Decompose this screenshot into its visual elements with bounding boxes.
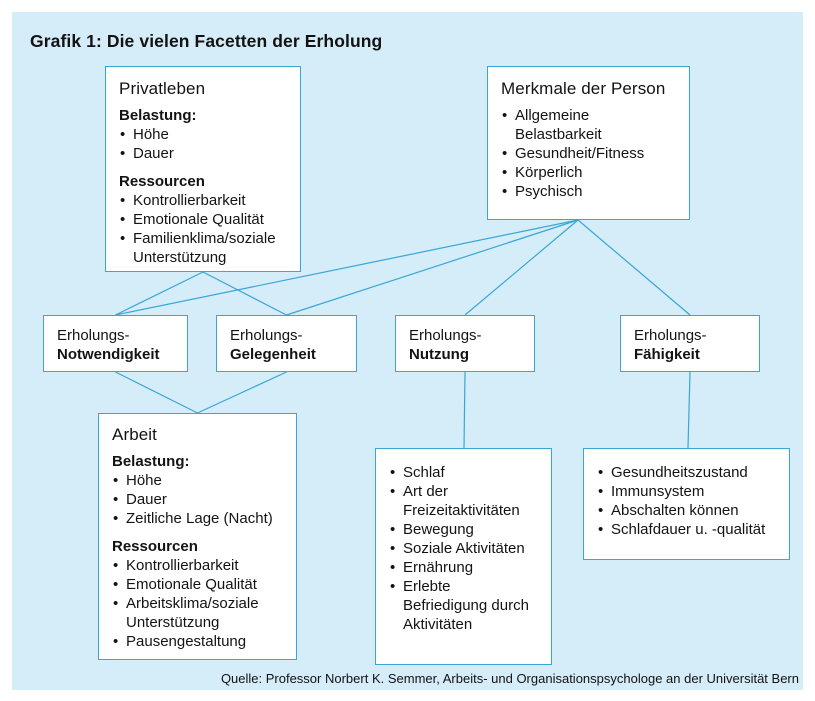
erholungs-faehigkeit-box: Erholungs- Fähigkeit — [620, 315, 760, 372]
box-label-line2: Gelegenheit — [230, 346, 316, 363]
nutzung-details-list: Schlaf Art der Freizeitaktivitäten Beweg… — [389, 463, 538, 634]
privatleben-ressourcen-list: Kontrollierbarkeit Emotionale Qualität F… — [119, 191, 287, 267]
erholungs-nutzung-box: Erholungs- Nutzung — [395, 315, 535, 372]
arbeit-belastung-label: Belastung: — [112, 453, 190, 470]
privatleben-belastung-list: Höhe Dauer — [119, 125, 287, 163]
source-credit: Quelle: Professor Norbert K. Semmer, Arb… — [220, 671, 799, 686]
list-item: Bewegung — [389, 520, 538, 539]
page-title: Grafik 1: Die vielen Facetten der Erholu… — [30, 31, 383, 51]
privatleben-title: Privatleben — [119, 79, 206, 98]
box-label-line1: Erholungs- — [634, 327, 707, 344]
list-item: Gesundheitszustand — [597, 463, 776, 482]
privatleben-box: Privatleben Belastung: Höhe Dauer Ressou… — [105, 66, 301, 272]
box-label-line2: Notwendigkeit — [57, 346, 160, 363]
arbeit-ressourcen-list: Kontrollierbarkeit Emotionale Qualität A… — [112, 556, 283, 651]
list-item: Gesundheit/Fitness — [501, 144, 676, 163]
box-label-line1: Erholungs- — [57, 327, 130, 344]
list-item: Kontrollierbarkeit — [112, 556, 283, 575]
box-label-line2: Nutzung — [409, 346, 469, 363]
list-item: Familienklima/soziale Unterstützung — [119, 229, 287, 267]
list-item: Emotionale Qualität — [112, 575, 283, 594]
list-item: Arbeitsklima/soziale Unterstützung — [112, 594, 283, 632]
box-label-line1: Erholungs- — [230, 327, 303, 344]
privatleben-ressourcen-label: Ressourcen — [119, 173, 205, 190]
erholungs-notwendigkeit-box: Erholungs- Notwendigkeit — [43, 315, 188, 372]
box-label-line1: Erholungs- — [409, 327, 482, 344]
merkmale-title: Merkmale der Person — [501, 79, 666, 98]
list-item: Soziale Aktivitäten — [389, 539, 538, 558]
merkmale-list: Allgemeine Belastbarkeit Gesundheit/Fitn… — [501, 106, 676, 201]
list-item: Allgemeine Belastbarkeit — [501, 106, 676, 144]
nutzung-details-box: Schlaf Art der Freizeitaktivitäten Beweg… — [375, 448, 552, 665]
list-item: Abschalten können — [597, 501, 776, 520]
list-item: Erlebte Befriedigung durch Aktivitäten — [389, 577, 538, 634]
list-item: Dauer — [112, 490, 283, 509]
list-item: Immunsystem — [597, 482, 776, 501]
list-item: Höhe — [119, 125, 287, 144]
list-item: Pausengestaltung — [112, 632, 283, 651]
arbeit-belastung-list: Höhe Dauer Zeitliche Lage (Nacht) — [112, 471, 283, 528]
arbeit-box: Arbeit Belastung: Höhe Dauer Zeitliche L… — [98, 413, 297, 660]
list-item: Schlaf — [389, 463, 538, 482]
list-item: Kontrollierbarkeit — [119, 191, 287, 210]
faehigkeit-details-box: Gesundheitszustand Immunsystem Abschalte… — [583, 448, 790, 560]
list-item: Art der Freizeitaktivitäten — [389, 482, 538, 520]
privatleben-belastung-label: Belastung: — [119, 107, 197, 124]
erholungs-gelegenheit-box: Erholungs- Gelegenheit — [216, 315, 357, 372]
list-item: Zeitliche Lage (Nacht) — [112, 509, 283, 528]
list-item: Psychisch — [501, 182, 676, 201]
box-label-line2: Fähigkeit — [634, 346, 700, 363]
list-item: Emotionale Qualität — [119, 210, 287, 229]
list-item: Schlafdauer u. -qualität — [597, 520, 776, 539]
list-item: Dauer — [119, 144, 287, 163]
list-item: Höhe — [112, 471, 283, 490]
faehigkeit-details-list: Gesundheitszustand Immunsystem Abschalte… — [597, 463, 776, 539]
arbeit-title: Arbeit — [112, 425, 158, 444]
list-item: Körperlich — [501, 163, 676, 182]
merkmale-der-person-box: Merkmale der Person Allgemeine Belastbar… — [487, 66, 690, 220]
list-item: Ernährung — [389, 558, 538, 577]
arbeit-ressourcen-label: Ressourcen — [112, 538, 198, 555]
